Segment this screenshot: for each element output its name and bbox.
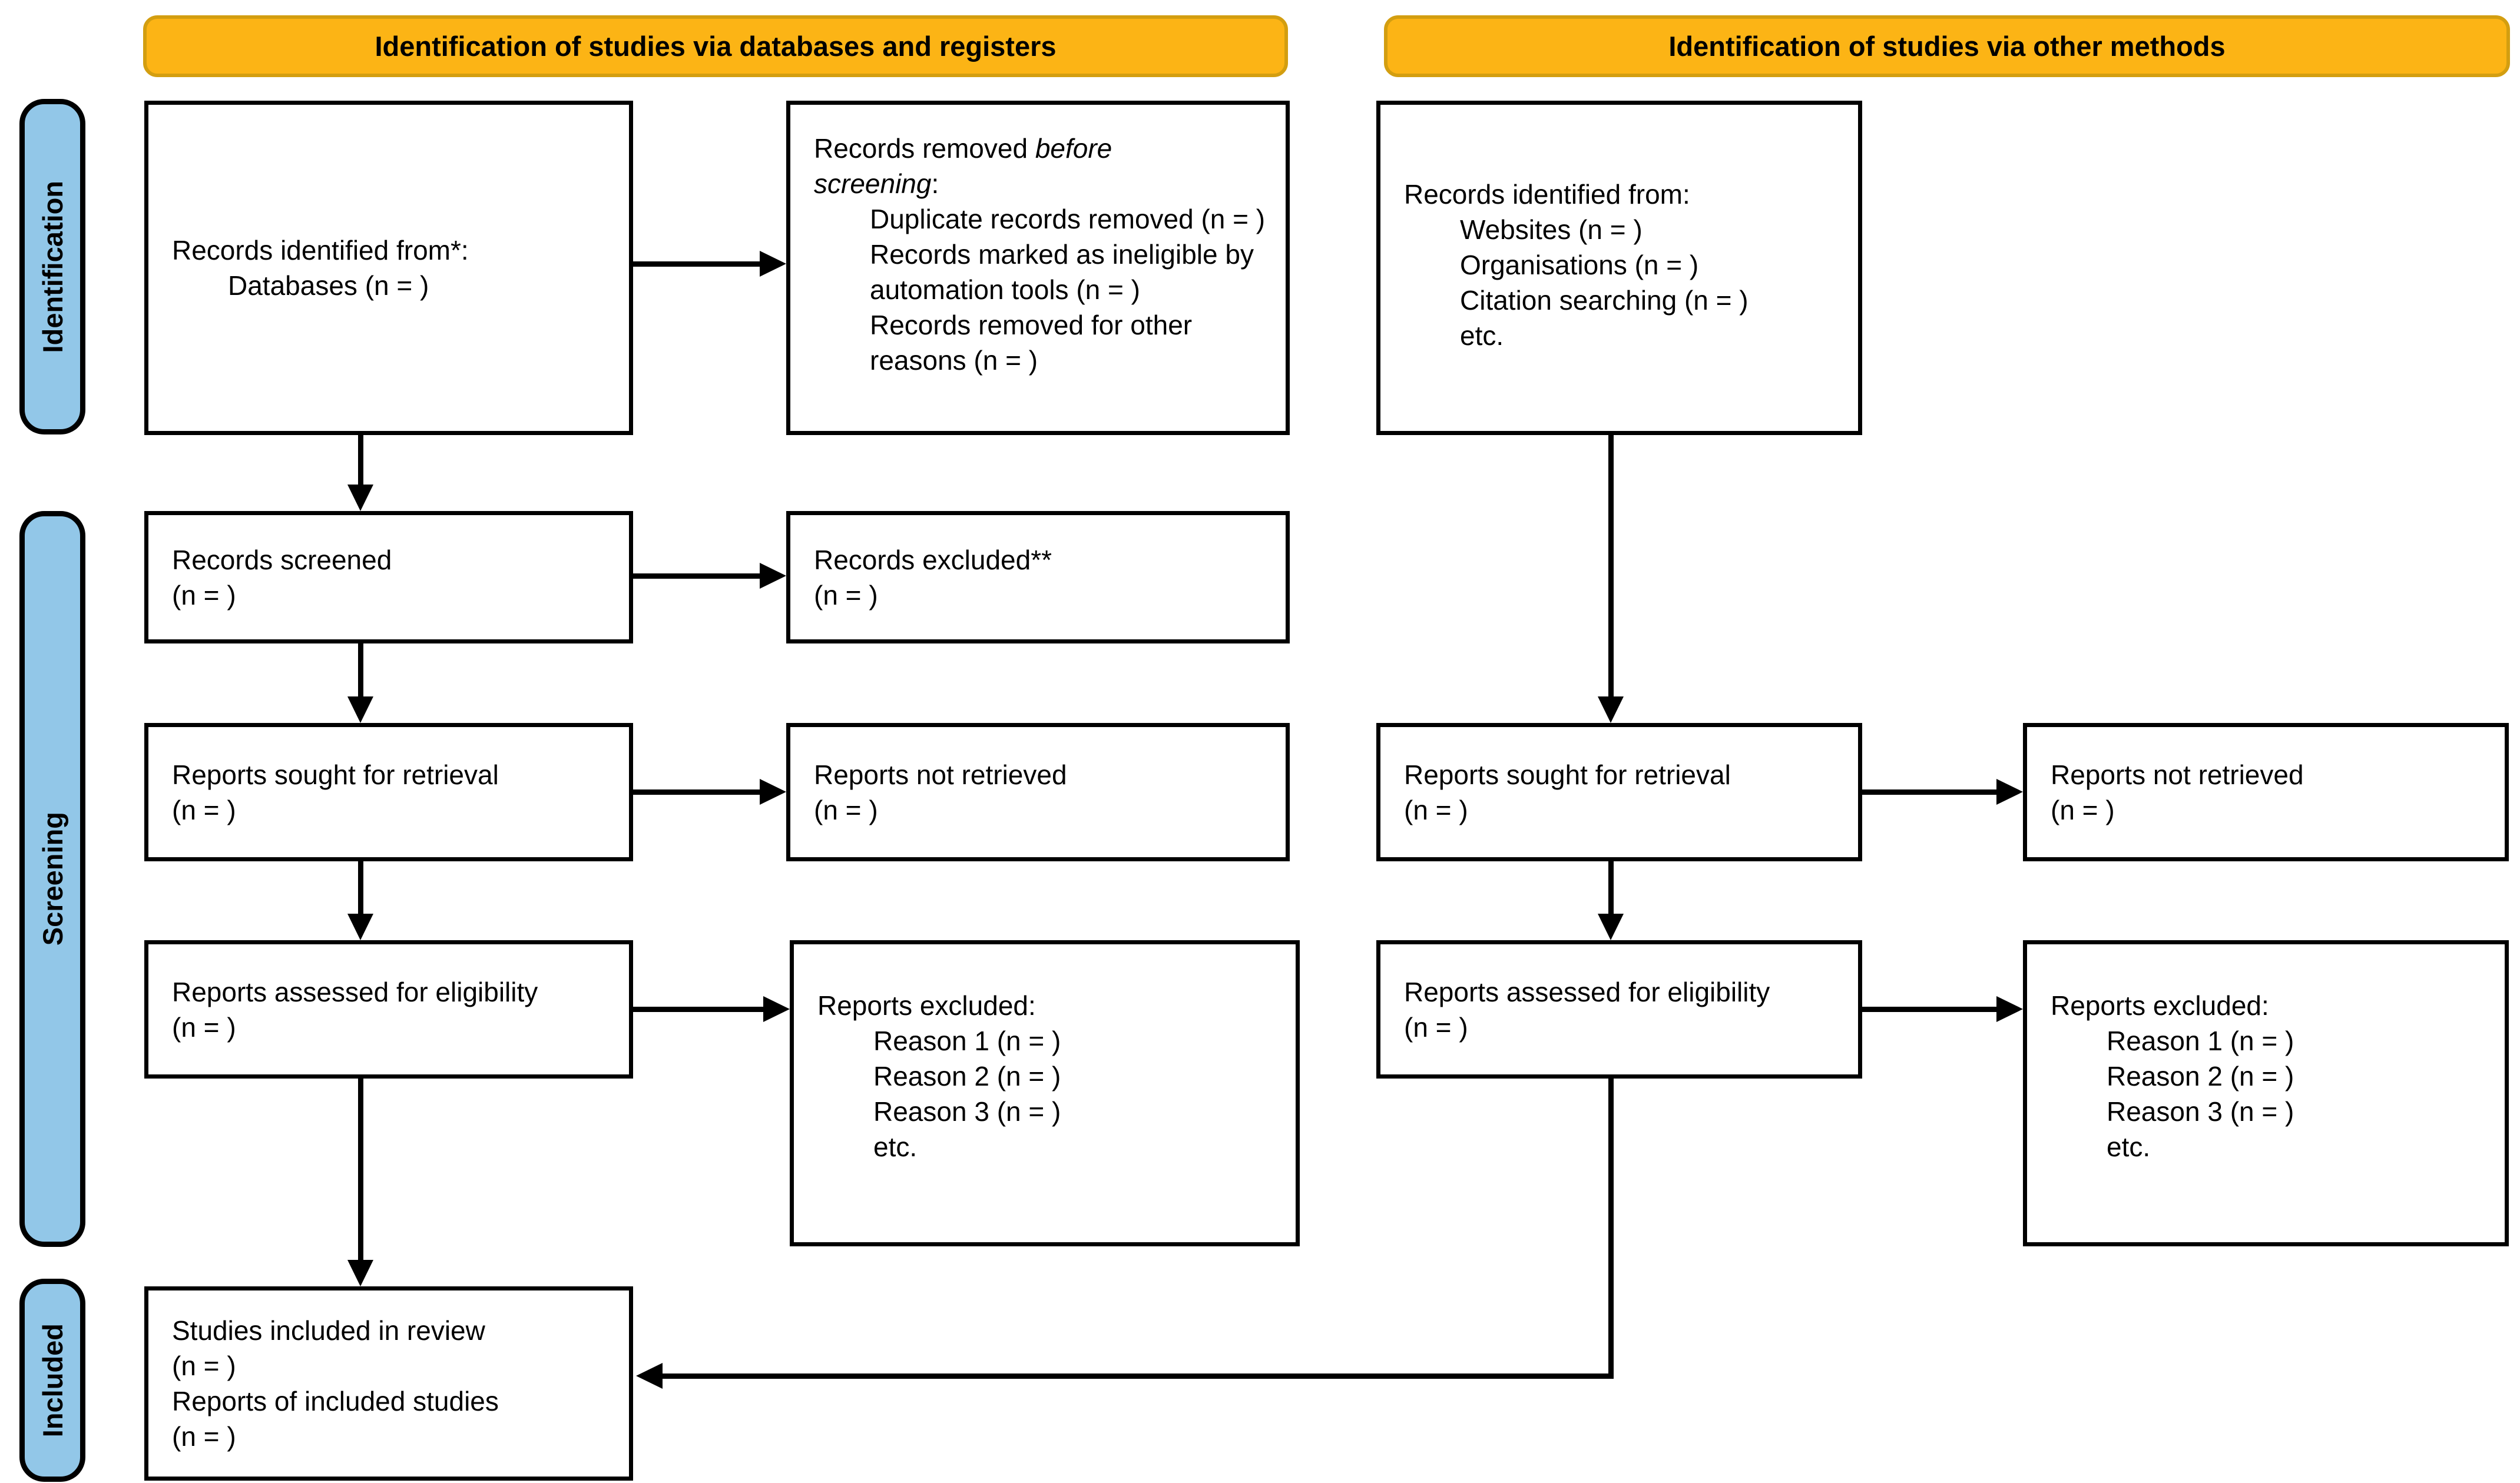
- arrow-identified-to-sought-other: [1608, 435, 1614, 698]
- stage-identification-label: Identification: [37, 180, 68, 353]
- stage-screening-label: Screening: [37, 812, 68, 946]
- arrow-identified-to-removed: [633, 261, 761, 267]
- box-reports-not-retrieved-other: Reports not retrieved (n = ): [2023, 723, 2509, 861]
- arrow-sought-to-assessed-other: [1608, 861, 1614, 915]
- arrowhead-sought-to-notretrieved-other: [1996, 779, 2023, 805]
- text-line: Organisations (n = ): [1460, 250, 1699, 280]
- arrow-identified-to-screened: [358, 435, 363, 486]
- box-records-excluded: Records excluded** (n = ): [786, 511, 1290, 643]
- text-line: Duplicate records removed (n = ): [870, 204, 1266, 234]
- text-line: Databases (n = ): [228, 270, 429, 301]
- text-line: Websites (n = ): [1460, 214, 1643, 245]
- text-line: (n = ): [1404, 1011, 1468, 1043]
- text-line: Reports sought for retrieval: [1404, 759, 1731, 790]
- box-records-screened: Records screened (n = ): [144, 511, 633, 643]
- box-records-removed-before-screening: Records removed before screening: Duplic…: [786, 101, 1290, 435]
- text-line: Reason 2 (n = ): [873, 1061, 1061, 1091]
- text-line: Reports sought for retrieval: [172, 759, 499, 790]
- arrowhead-identified-to-screened: [347, 485, 373, 511]
- arrowhead-assessed-to-excluded-other: [1996, 996, 2023, 1022]
- arrowhead-identified-to-removed: [760, 251, 786, 277]
- text-line: Records excluded**: [814, 544, 1052, 575]
- text-line: Reports of included studies: [172, 1386, 499, 1416]
- banner-databases-registers-label: Identification of studies via databases …: [375, 31, 1057, 62]
- text-line: (n = ): [172, 1011, 236, 1043]
- text-line: Records screened: [172, 544, 392, 575]
- text-line: Reason 3 (n = ): [873, 1096, 1061, 1127]
- arrowhead-identified-to-sought-other: [1598, 696, 1624, 723]
- text-line: (n = ): [814, 794, 878, 825]
- arrowhead-sought-to-assessed-other: [1598, 914, 1624, 940]
- text-line: Reports excluded:: [2051, 990, 2269, 1021]
- box-reports-sought-other: Reports sought for retrieval (n = ): [1376, 723, 1862, 861]
- box-records-identified-databases: Records identified from*: Databases (n =…: [144, 101, 633, 435]
- arrow-assessed-other-down: [1608, 1079, 1614, 1379]
- arrow-sought-to-notretrieved-other: [1862, 789, 1998, 795]
- text-line: (n = ): [814, 579, 878, 611]
- arrowhead-screened-to-sought-db: [347, 696, 373, 723]
- box-reports-assessed-databases: Reports assessed for eligibility (n = ): [144, 940, 633, 1079]
- text-line: Reason 3 (n = ): [2107, 1096, 2294, 1127]
- text-line: etc.: [1460, 320, 1504, 351]
- text-line: screening:: [814, 168, 939, 199]
- text-line: (n = ): [172, 1351, 236, 1381]
- text-line: (n = ): [2051, 794, 2115, 825]
- arrow-screened-to-sought-db: [358, 643, 363, 698]
- box-reports-not-retrieved-databases: Reports not retrieved (n = ): [786, 723, 1290, 861]
- text-line: Reports assessed for eligibility: [1404, 976, 1770, 1007]
- arrowhead-other-to-included: [636, 1363, 663, 1389]
- arrowhead-assessed-to-included: [347, 1260, 373, 1286]
- stage-identification: Identification: [19, 99, 85, 434]
- stage-included-label: Included: [37, 1323, 68, 1438]
- text-line: Studies included in review: [172, 1315, 485, 1346]
- text-line: Records removed for other reasons (n = ): [870, 310, 1193, 376]
- text-line: Records removed before: [814, 133, 1112, 164]
- arrowhead-screened-to-excluded: [760, 563, 786, 589]
- box-reports-excluded-other: Reports excluded: Reason 1 (n = ) Reason…: [2023, 940, 2509, 1246]
- text-line: Records marked as ineligible by automati…: [870, 239, 1254, 305]
- stage-screening: Screening: [19, 511, 85, 1247]
- box-reports-assessed-other: Reports assessed for eligibility (n = ): [1376, 940, 1862, 1079]
- text-line: etc.: [2107, 1132, 2151, 1162]
- arrow-sought-to-assessed-db: [358, 861, 363, 915]
- box-records-identified-other: Records identified from: Websites (n = )…: [1376, 101, 1862, 435]
- text-line: Reports assessed for eligibility: [172, 976, 538, 1007]
- text-line: etc.: [873, 1132, 918, 1162]
- banner-databases-registers: Identification of studies via databases …: [143, 15, 1288, 77]
- arrowhead-assessed-to-excluded-db: [763, 996, 790, 1022]
- text-line: (n = ): [1404, 794, 1468, 825]
- text-line: Records identified from:: [1404, 179, 1690, 210]
- text-line: Reports excluded:: [817, 990, 1036, 1021]
- text-line: Citation searching (n = ): [1460, 285, 1749, 316]
- banner-other-methods-label: Identification of studies via other meth…: [1668, 31, 2226, 62]
- text-line: Reason 2 (n = ): [2107, 1061, 2294, 1091]
- text-line: Reports not retrieved: [814, 759, 1067, 790]
- box-studies-included: Studies included in review (n = ) Report…: [144, 1286, 633, 1481]
- text-line: (n = ): [172, 794, 236, 825]
- stage-included: Included: [19, 1279, 85, 1482]
- text-line: (n = ): [172, 1421, 236, 1452]
- text-line: Reason 1 (n = ): [2107, 1026, 2294, 1056]
- box-reports-excluded-databases: Reports excluded: Reason 1 (n = ) Reason…: [790, 940, 1300, 1246]
- text-line: Records identified from*:: [172, 235, 469, 266]
- text-line: (n = ): [172, 579, 236, 611]
- arrow-assessed-to-included: [358, 1079, 363, 1261]
- arrow-screened-to-excluded: [633, 573, 761, 579]
- arrow-assessed-to-excluded-db: [633, 1007, 763, 1012]
- arrow-other-to-included: [662, 1373, 1614, 1379]
- banner-other-methods: Identification of studies via other meth…: [1384, 15, 2510, 77]
- text-line: Reason 1 (n = ): [873, 1026, 1061, 1056]
- arrowhead-sought-to-notretrieved-db: [760, 779, 786, 805]
- text-line: Reports not retrieved: [2051, 759, 2304, 790]
- arrowhead-sought-to-assessed-db: [347, 914, 373, 940]
- arrow-sought-to-notretrieved-db: [633, 789, 761, 795]
- box-reports-sought-databases: Reports sought for retrieval (n = ): [144, 723, 633, 861]
- arrow-assessed-to-excluded-other: [1862, 1007, 1998, 1012]
